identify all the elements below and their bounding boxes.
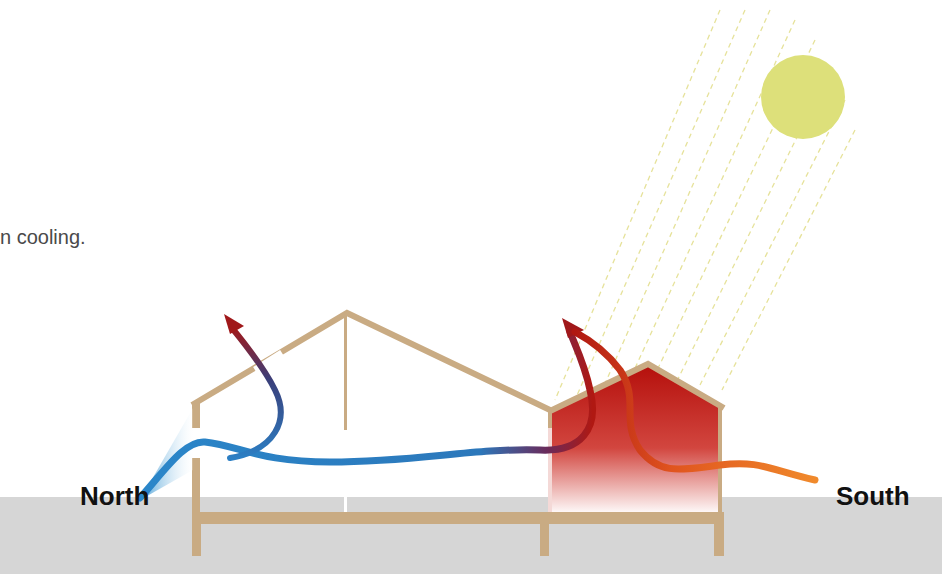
sun <box>761 55 845 139</box>
vent-arrowhead <box>224 314 244 334</box>
cool-air-flow <box>140 332 593 498</box>
caption-fragment: n cooling. <box>0 226 86 249</box>
sun-rays <box>555 10 855 400</box>
sunspace-opening <box>548 428 552 512</box>
vent-air-flow <box>230 328 281 458</box>
warm-air-flow <box>575 332 815 480</box>
roofs <box>192 313 724 412</box>
direction-label: North <box>80 481 149 512</box>
house-structure <box>192 314 724 556</box>
direction-label: South <box>836 481 910 512</box>
partition-opening <box>344 430 347 512</box>
